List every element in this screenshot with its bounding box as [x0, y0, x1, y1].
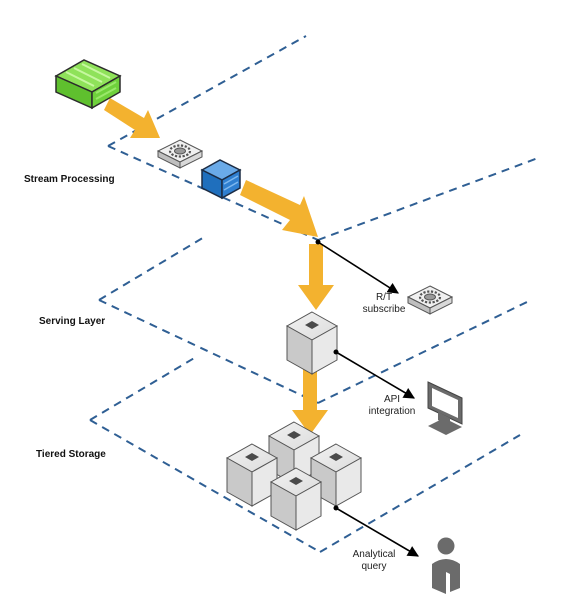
gear-node-icon [156, 138, 204, 170]
rt-subscribe-label-line2: subscribe [362, 304, 406, 315]
green-source-block-icon [54, 59, 122, 110]
flow-arrow-stream [240, 180, 318, 237]
analytical-query-label-line1: Analytical [352, 549, 396, 560]
user-icon [432, 537, 460, 594]
storage-cube-icon [226, 443, 278, 507]
storage-cube-icon [270, 467, 322, 531]
rt-subscribe-arrow [315, 239, 399, 294]
tiered-storage-plane [89, 356, 521, 553]
tiered-storage-label: Tiered Storage [36, 449, 106, 460]
analytical-query-arrow [333, 505, 419, 557]
flow-arrow-serving [298, 244, 334, 310]
serving-layer-plane [98, 235, 528, 404]
stream-processing-plane [107, 35, 539, 241]
serving-cube-icon [286, 311, 338, 375]
rt-subscribe-label-line1: R/T [375, 292, 393, 303]
gear-node-icon [406, 284, 454, 316]
rt-subscribe-label: R/T subscribe [354, 292, 414, 316]
api-integration-arrow [333, 349, 415, 399]
monitor-icon [427, 381, 463, 435]
blue-processor-block-icon [200, 159, 242, 200]
analytical-query-label-line2: query [361, 561, 387, 572]
api-integration-label-line1: API [383, 394, 401, 405]
flow-arrow-storage [292, 368, 328, 435]
analytical-query-label: Analytical query [344, 549, 404, 573]
serving-layer-label: Serving Layer [39, 316, 106, 327]
api-integration-label-line2: integration [368, 406, 416, 417]
stream-processing-label: Stream Processing [24, 174, 115, 185]
api-integration-label: API integration [362, 394, 422, 418]
flow-arrow-ingest [104, 98, 160, 138]
